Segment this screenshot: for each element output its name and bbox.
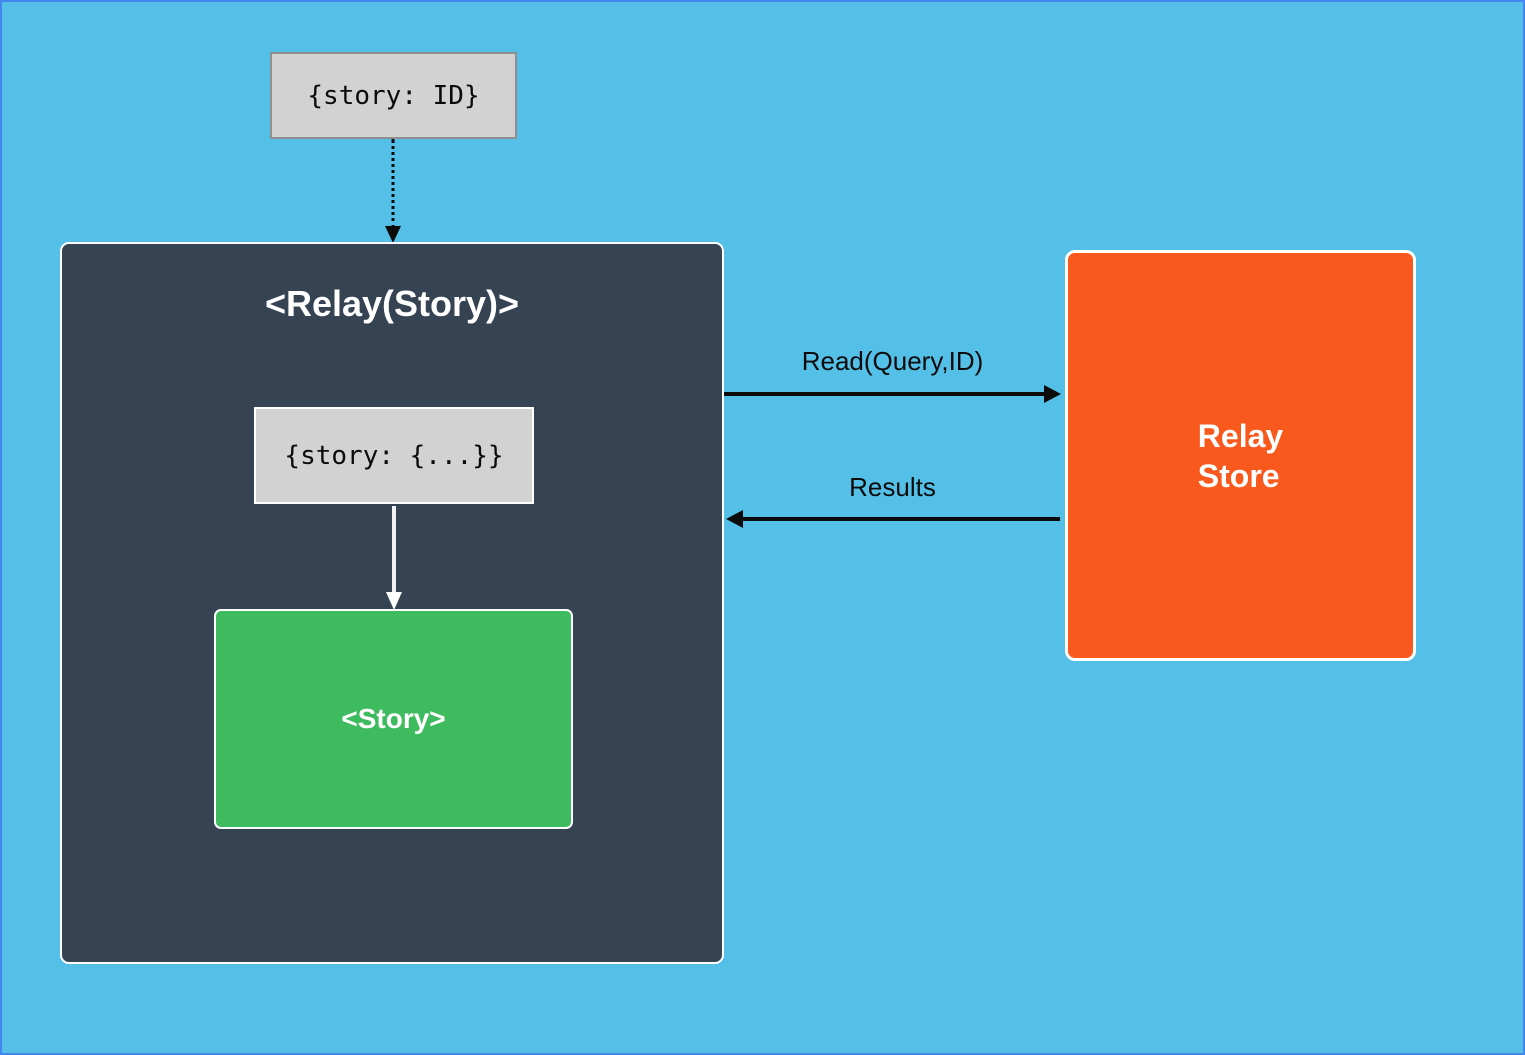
props-input-box: {story: ID} <box>270 52 517 139</box>
story-component-label: <Story> <box>341 703 446 734</box>
read-arrow <box>724 384 1061 404</box>
relay-store-label-line1: Relay <box>1197 417 1284 454</box>
arrowhead-down-icon <box>385 226 401 243</box>
arrowhead-down-icon <box>386 592 402 610</box>
results-arrow <box>726 509 1060 529</box>
props-input-label: {story: ID} <box>307 80 480 111</box>
arrow-shaft <box>724 392 1049 396</box>
props-to-relay-arrow <box>385 139 401 243</box>
relay-store-label-line2: Store <box>1197 457 1280 494</box>
arrowhead-right-icon <box>1044 385 1061 403</box>
results-edge-label: Results <box>849 472 936 502</box>
relay-component-title: <Relay(Story)> <box>264 283 520 324</box>
arrow-shaft <box>392 506 396 596</box>
arrowhead-left-icon <box>726 510 743 528</box>
props-to-story-arrow <box>386 506 402 610</box>
relay-component-container: <Relay(Story)> {story: {...}} <Story> <box>60 242 724 964</box>
arrow-shaft <box>738 517 1060 521</box>
read-edge-label: Read(Query,ID) <box>801 346 984 376</box>
arrow-shaft <box>391 139 395 229</box>
props-resolved-label: {story: {...}} <box>284 440 504 471</box>
relay-store-box: Relay Store <box>1065 250 1416 661</box>
props-resolved-box: {story: {...}} <box>254 407 534 504</box>
story-component-box: <Story> <box>214 609 573 829</box>
relay-store-label: Relay Store <box>1198 416 1283 496</box>
